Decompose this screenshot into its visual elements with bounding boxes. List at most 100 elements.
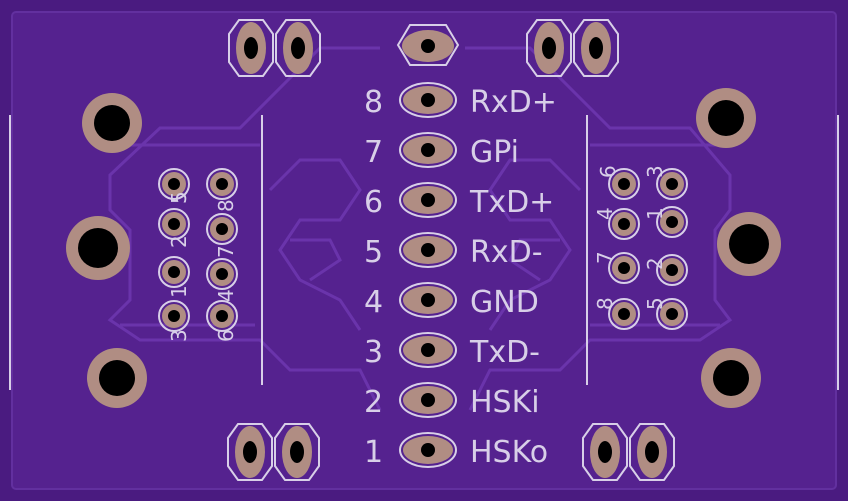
drill-hole [729, 224, 769, 264]
drill-hole [216, 268, 228, 280]
jack-pad-outline [206, 258, 238, 290]
jack-pad-group [158, 168, 688, 332]
drill-hole [542, 37, 556, 59]
left-jack-pin-label: 1 [167, 285, 191, 298]
right-jack-pin-label: 4 [593, 207, 617, 220]
header-pad-outline [399, 182, 457, 218]
drill-hole [618, 262, 630, 274]
drill-hole [666, 264, 678, 276]
silkscreen-lines [9, 115, 839, 390]
signal-label: TxD+ [469, 185, 554, 220]
drill-hole [244, 37, 258, 59]
copper-traces [107, 46, 733, 411]
left-jack-pin-label: 7 [214, 245, 238, 258]
right-jack-pin-label: 1 [643, 207, 667, 220]
drill-hole [421, 243, 435, 257]
left-jack-pin-label: 5 [167, 191, 191, 204]
jack-pad-outline [656, 254, 688, 286]
right-jack-pin-label: 3 [643, 165, 667, 178]
jack-pad-outline [206, 300, 238, 332]
signal-label: HSKi [470, 385, 540, 420]
drill-hole [78, 228, 118, 268]
pin-number: 6 [364, 185, 383, 220]
pin-number: 8 [364, 85, 383, 120]
oval-pad-outline [227, 423, 273, 481]
drill-hole [421, 143, 435, 157]
drill-hole [243, 441, 257, 463]
drill-hole [708, 100, 744, 136]
signal-label: GPi [470, 135, 519, 170]
drill-hole [99, 360, 135, 396]
header-pin-numbers: 8 7 6 5 4 3 2 1 [364, 85, 383, 470]
left-jack-pin-label: 6 [214, 329, 238, 342]
signal-label: HSKo [470, 435, 548, 470]
right-jack-pin-label: 8 [593, 297, 617, 310]
drill-hole [713, 360, 749, 396]
mounting-holes [66, 88, 781, 408]
drill-hole [216, 310, 228, 322]
drill-hole [421, 39, 435, 53]
drill-hole [666, 178, 678, 190]
drill-hole [421, 193, 435, 207]
drill-hole [168, 310, 180, 322]
left-jack-pin-label: 3 [167, 329, 191, 342]
left-jack-pin-label: 4 [214, 289, 238, 302]
signal-label: TxD- [469, 335, 540, 370]
drill-hole [216, 223, 228, 235]
drill-hole [168, 218, 180, 230]
pin-number: 1 [364, 435, 383, 470]
drill-hole [291, 37, 305, 59]
header-pad-outline [399, 232, 457, 268]
jack-pad-outline [608, 252, 640, 284]
drill-hole [168, 266, 180, 278]
jack-pad-outline [158, 300, 190, 332]
jack-pad-outline [158, 208, 190, 240]
header-pad-outline [399, 82, 457, 118]
pin-number: 2 [364, 385, 383, 420]
pin-number: 3 [364, 335, 383, 370]
drill-hole [589, 37, 603, 59]
oval-pad-group [227, 19, 675, 481]
pin-number: 5 [364, 235, 383, 270]
oval-pad-outline [526, 19, 572, 77]
jack-pad-outline [656, 168, 688, 200]
signal-label: GND [470, 285, 539, 320]
drill-hole [421, 393, 435, 407]
oval-pad-outline [573, 19, 619, 77]
left-jack-labels: 5 8 2 7 1 4 3 6 [167, 191, 238, 342]
jack-pad-outline [656, 298, 688, 330]
center-header [396, 24, 460, 66]
right-jack-labels: 6 3 4 1 7 2 8 5 [593, 165, 667, 310]
jack-pad-outline [206, 213, 238, 245]
header-pin-group [399, 82, 457, 468]
jack-pad-outline [608, 168, 640, 200]
drill-hole [94, 105, 130, 141]
signal-label: RxD- [470, 235, 543, 270]
drill-hole [421, 293, 435, 307]
right-jack-pin-label: 2 [643, 257, 667, 270]
oval-pad-outline [274, 423, 320, 481]
jack-pad-outline [206, 168, 238, 200]
drill-hole [290, 441, 304, 463]
drill-hole [421, 443, 435, 457]
header-pad-top-outline [396, 24, 460, 66]
right-jack-pin-label: 6 [596, 165, 620, 178]
right-jack-pin-label: 5 [643, 297, 667, 310]
jack-pad-outline [608, 208, 640, 240]
jack-pad-outline [608, 298, 640, 330]
drill-hole [618, 178, 630, 190]
oval-pad-outline [629, 423, 675, 481]
oval-pad-outline [582, 423, 628, 481]
drill-hole [666, 216, 678, 228]
jack-pad-outline [158, 168, 190, 200]
left-jack-pin-label: 2 [167, 235, 191, 248]
header-pad-outline [399, 282, 457, 318]
header-pad-outline [399, 382, 457, 418]
drill-hole [618, 308, 630, 320]
header-pad-outline [399, 332, 457, 368]
drill-hole [598, 441, 612, 463]
header-pad-outline [399, 432, 457, 468]
drill-hole [421, 93, 435, 107]
oval-pad-outline [228, 19, 274, 77]
